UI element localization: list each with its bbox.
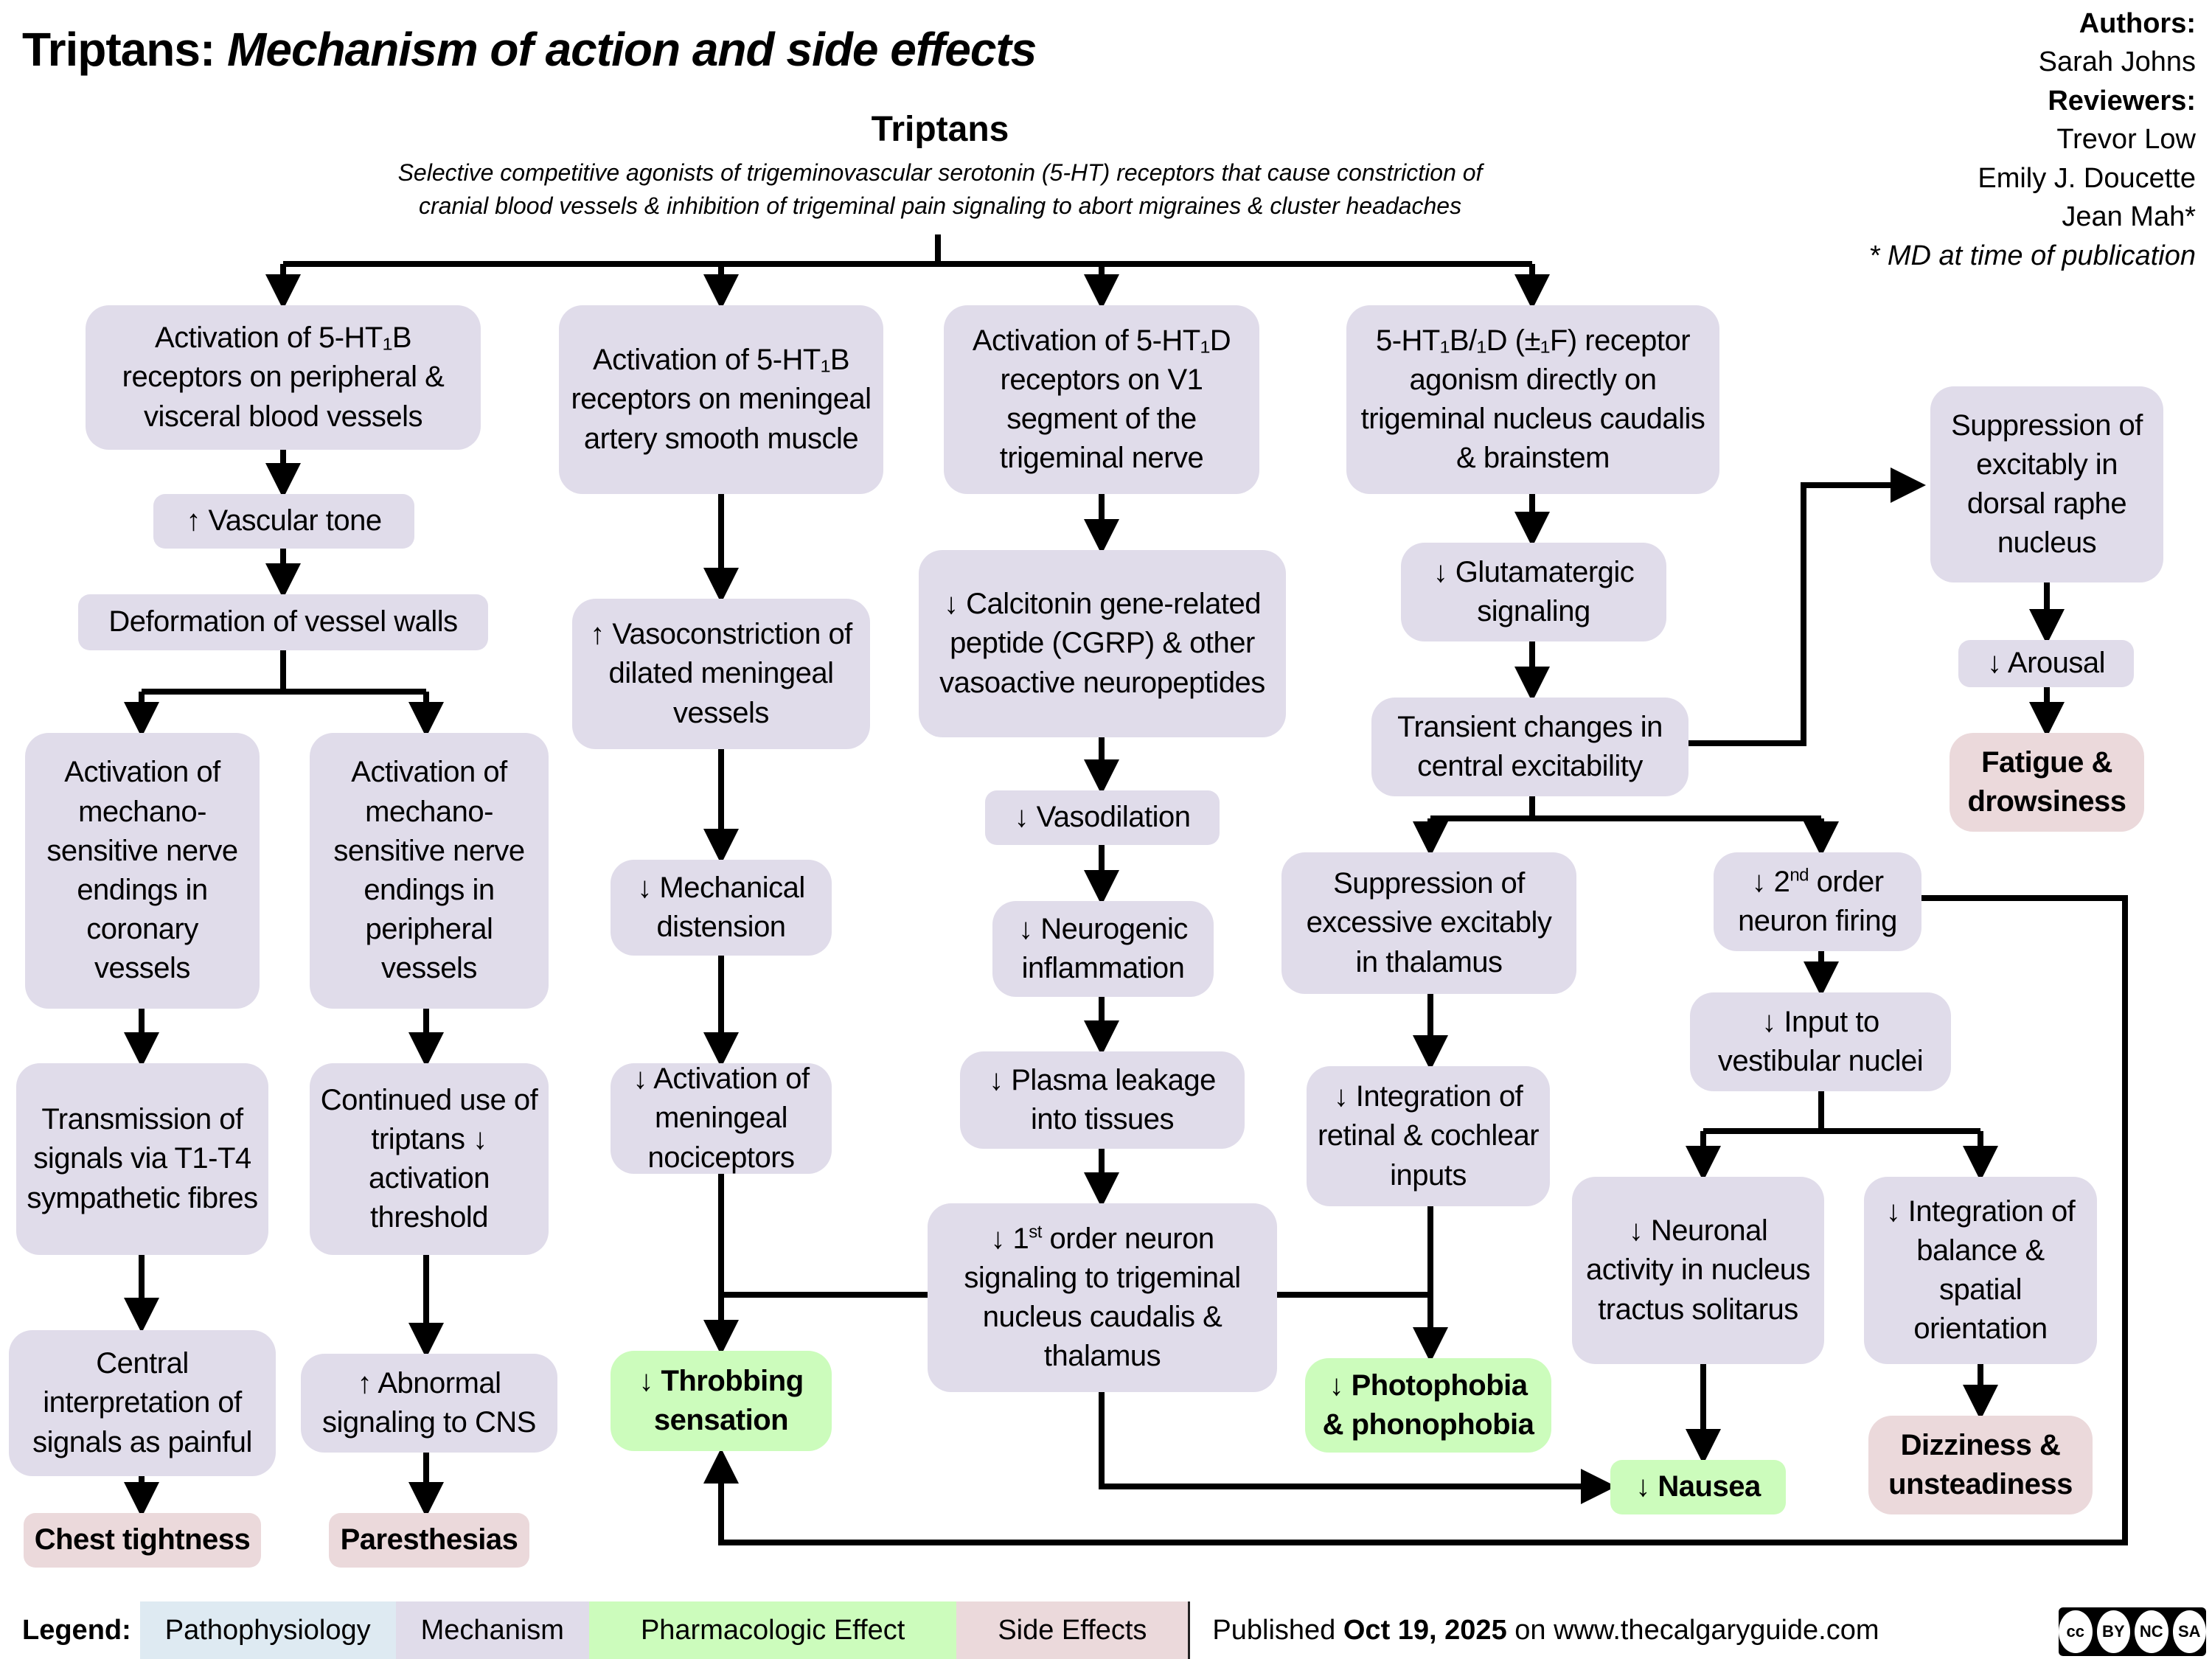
node-glutamatergic-signaling: ↓ Glutamatergic signaling bbox=[1401, 543, 1666, 641]
effect-nausea: ↓ Nausea bbox=[1610, 1460, 1786, 1514]
node-mechanical-distension: ↓ Mechanical distension bbox=[611, 860, 832, 956]
node-retinal-cochlear: ↓ Integration of retinal & cochlear inpu… bbox=[1307, 1066, 1550, 1206]
node-c3-receptor-activation: Activation of 5-HT₁D receptors on V1 seg… bbox=[944, 305, 1259, 494]
node-first-order-neuron: ↓ 1st order neuron signaling to trigemin… bbox=[928, 1203, 1277, 1392]
title-italic: Mechanism of action and side effects bbox=[227, 23, 1037, 76]
side-effect-dizziness: Dizziness & unsteadiness bbox=[1868, 1416, 2093, 1514]
node-sympathetic-transmission: Transmission of signals via T1-T4 sympat… bbox=[16, 1063, 268, 1255]
description-line-1: Selective competitive agonists of trigem… bbox=[397, 159, 1483, 186]
second-order-text: order neuron firing bbox=[1738, 865, 1897, 937]
published-prefix: Published bbox=[1212, 1614, 1343, 1646]
node-transient-excitability: Transient changes in central excitabilit… bbox=[1371, 698, 1688, 796]
node-vasodilation: ↓ Vasodilation bbox=[985, 790, 1220, 845]
connector-second-order-return bbox=[703, 895, 2128, 1545]
first-order-superscript: st bbox=[1029, 1222, 1042, 1242]
title-bold: Triptans: bbox=[22, 23, 215, 76]
description-line-2: cranial blood vessels & inhibition of tr… bbox=[418, 192, 1462, 219]
page-title: Triptans: Mechanism of action and side e… bbox=[22, 22, 1037, 77]
second-order-prefix: ↓ 2 bbox=[1751, 865, 1790, 898]
node-second-order-neuron: ↓ 2nd order neuron firing bbox=[1714, 852, 1921, 951]
side-effect-fatigue: Fatigue & drowsiness bbox=[1950, 733, 2144, 832]
effect-photophobia-phonophobia: ↓ Photophobia & phonophobia bbox=[1305, 1358, 1551, 1453]
nc-icon: NC bbox=[2135, 1610, 2168, 1653]
side-effect-chest-tightness: Chest tightness bbox=[24, 1513, 261, 1568]
legend-pharmacologic-effect: Pharmacologic Effect bbox=[588, 1601, 957, 1659]
side-effect-paresthesias: Paresthesias bbox=[329, 1513, 529, 1568]
legend-label: Legend: bbox=[22, 1614, 131, 1646]
reviewer-name: Trevor Low bbox=[2056, 124, 2196, 156]
node-central-interpretation: Central interpretation of signals as pai… bbox=[9, 1330, 276, 1476]
node-vasoconstriction: ↑ Vasoconstriction of dilated meningeal … bbox=[572, 599, 870, 749]
first-order-prefix: ↓ 1 bbox=[990, 1222, 1029, 1255]
sa-icon: SA bbox=[2172, 1610, 2206, 1653]
node-vascular-tone: ↑ Vascular tone bbox=[153, 494, 414, 549]
first-order-text: order neuron signaling to trigeminal nuc… bbox=[964, 1222, 1241, 1373]
drug-class-heading: Triptans bbox=[871, 110, 1009, 149]
credits-note: * MD at time of publication bbox=[1868, 240, 2196, 271]
node-nucleus-tractus-solitarus: ↓ Neuronal activity in nucleus tractus s… bbox=[1572, 1177, 1824, 1364]
node-c4-receptor-agonism: 5-HT₁B/₁D (±₁F) receptor agonism directl… bbox=[1346, 305, 1719, 494]
node-thalamus-suppression: Suppression of excessive excitably in th… bbox=[1281, 852, 1576, 994]
node-cgrp: ↓ Calcitonin gene-related peptide (CGRP)… bbox=[919, 550, 1286, 737]
node-balance-integration: ↓ Integration of balance & spatial orien… bbox=[1864, 1177, 2097, 1364]
node-abnormal-signaling: ↑ Abnormal signaling to CNS bbox=[301, 1354, 557, 1453]
node-continued-use: Continued use of triptans ↓ activation t… bbox=[310, 1063, 549, 1255]
reviewer-name: Jean Mah* bbox=[2062, 201, 2196, 233]
effect-throbbing-sensation: ↓ Throbbing sensation bbox=[611, 1351, 832, 1451]
node-c2-receptor-activation: Activation of 5-HT₁B receptors on mening… bbox=[559, 305, 883, 494]
reviewers-label: Reviewers: bbox=[2048, 85, 2196, 116]
publication-info: Published Oct 19, 2025 on www.thecalgary… bbox=[1190, 1615, 1879, 1646]
node-arousal: ↓ Arousal bbox=[1958, 640, 2134, 687]
node-neurogenic-inflammation: ↓ Neurogenic inflammation bbox=[992, 901, 1214, 997]
node-meningeal-nociceptors: ↓ Activation of meningeal nociceptors bbox=[611, 1062, 832, 1174]
footer: Legend: Pathophysiology Mechanism Pharma… bbox=[0, 1601, 2212, 1659]
published-site[interactable]: on www.thecalgaryguide.com bbox=[1506, 1614, 1879, 1646]
legend-pathophysiology: Pathophysiology bbox=[139, 1601, 396, 1659]
node-plasma-leakage: ↓ Plasma leakage into tissues bbox=[960, 1051, 1245, 1149]
reviewer-name: Emily J. Doucette bbox=[1978, 162, 2196, 194]
cc-icon: cc bbox=[2059, 1610, 2093, 1653]
drug-class-description: Selective competitive agonists of trigem… bbox=[295, 156, 1585, 223]
second-order-superscript: nd bbox=[1790, 865, 1809, 886]
by-icon: BY bbox=[2096, 1610, 2130, 1653]
footer-divider bbox=[1188, 1601, 1191, 1659]
connector-c3-to-nausea bbox=[1099, 1392, 1616, 1504]
author-name: Sarah Johns bbox=[2038, 46, 2196, 78]
authors-label: Authors: bbox=[2079, 8, 2196, 39]
published-date: Oct 19, 2025 bbox=[1343, 1614, 1507, 1646]
node-coronary-nerve-endings: Activation of mechano-sensitive nerve en… bbox=[25, 733, 260, 1009]
creative-commons-license-badge[interactable]: cc BY NC SA bbox=[2059, 1607, 2206, 1656]
node-vessel-deformation: Deformation of vessel walls bbox=[78, 594, 488, 650]
node-c1-receptor-activation: Activation of 5-HT₁B receptors on periph… bbox=[86, 305, 481, 450]
credits-block: Authors: Sarah Johns Reviewers: Trevor L… bbox=[1868, 4, 2196, 275]
node-peripheral-nerve-endings: Activation of mechano-sensitive nerve en… bbox=[310, 733, 549, 1009]
legend-side-effects: Side Effects bbox=[956, 1601, 1189, 1659]
node-vestibular-input: ↓ Input to vestibular nuclei bbox=[1690, 992, 1951, 1091]
node-dorsal-raphe: Suppression of excitably in dorsal raphe… bbox=[1930, 386, 2163, 582]
legend-mechanism: Mechanism bbox=[395, 1601, 589, 1659]
